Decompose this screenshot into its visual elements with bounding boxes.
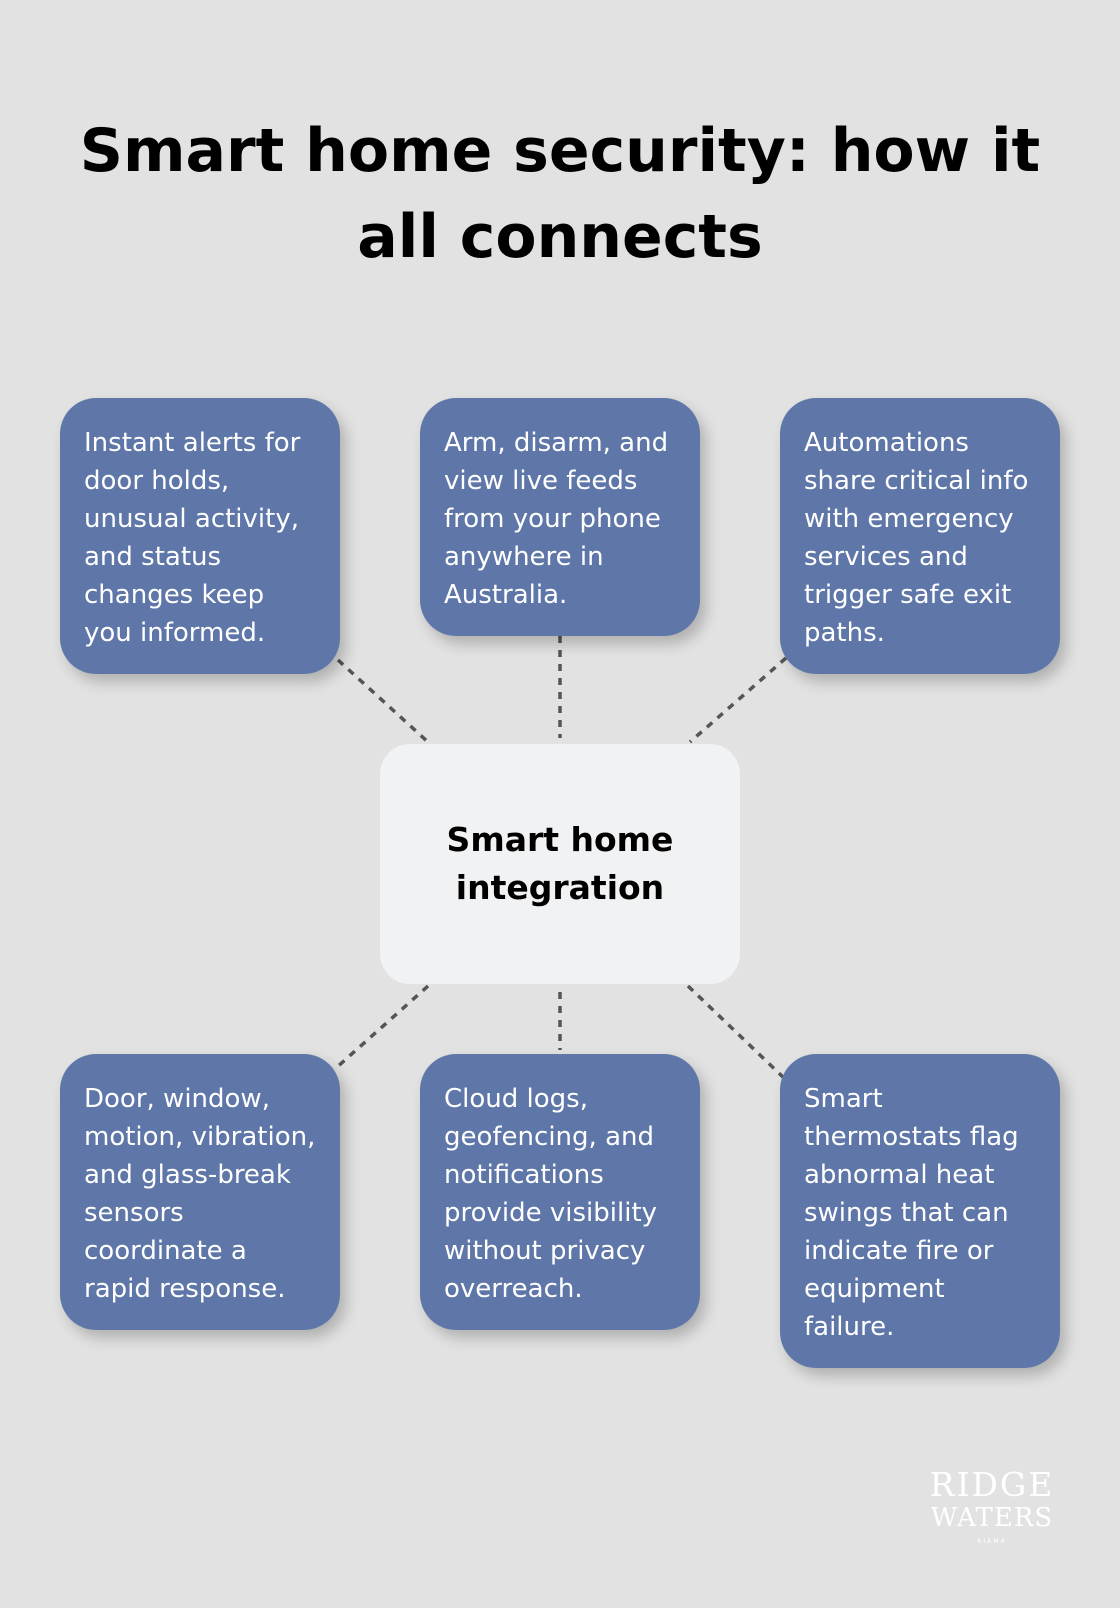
brand-line2: WATERS — [931, 1503, 1054, 1533]
node-sensors: Door, window, motion, vibration, and gla… — [60, 1054, 340, 1330]
page-title: Smart home security: how it all connects — [79, 116, 1041, 272]
node-text: Cloud logs, geofencing, and notification… — [444, 1084, 658, 1304]
brand-line1: RIDGE — [930, 1465, 1055, 1504]
connector-bottom-left — [334, 984, 430, 1070]
node-text: Smart thermostats flag abnormal heat swi… — [804, 1084, 1019, 1342]
node-remote-control: Arm, disarm, and view live feeds from yo… — [420, 398, 700, 636]
node-cloud-logs: Cloud logs, geofencing, and notification… — [420, 1054, 700, 1330]
node-text: Door, window, motion, vibration, and gla… — [84, 1084, 316, 1304]
connector-bottom-right — [686, 984, 786, 1080]
node-emergency-automations: Automations share critical info with eme… — [780, 398, 1060, 674]
node-instant-alerts: Instant alerts for door holds, unusual a… — [60, 398, 340, 674]
connector-top-right — [688, 656, 788, 744]
node-text: Instant alerts for door holds, unusual a… — [84, 428, 301, 648]
hub-smart-home-integration: Smart home integration — [380, 744, 740, 984]
node-text: Arm, disarm, and view live feeds from yo… — [444, 428, 669, 610]
hub-label: Smart home integration — [446, 820, 674, 907]
brand-tagline: KIAMA — [977, 1538, 1006, 1545]
connector-top-left — [336, 658, 430, 744]
node-text: Automations share critical info with eme… — [804, 428, 1029, 648]
brand-logo: RIDGE WATERS KIAMA — [930, 1465, 1055, 1545]
node-smart-thermostats: Smart thermostats flag abnormal heat swi… — [780, 1054, 1060, 1368]
